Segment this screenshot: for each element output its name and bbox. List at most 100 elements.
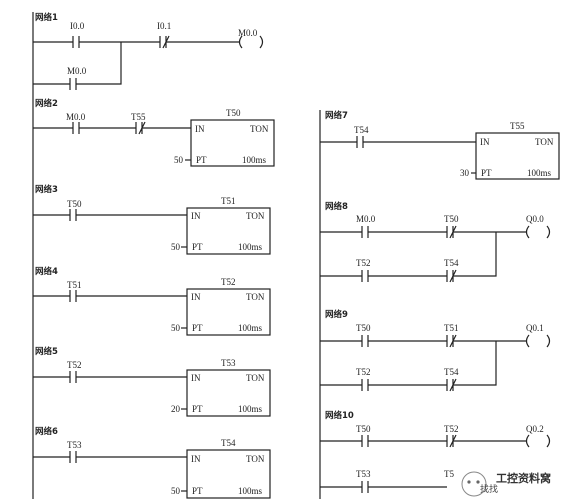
preset-value: 50	[171, 242, 181, 252]
network-1: 网络1 I0.0 I0.1 M0.0 M0.0	[33, 12, 264, 90]
network-4: 网络4 T51 T52 IN TON 50 PT 100ms	[33, 266, 271, 336]
coil-label: M0.0	[238, 28, 258, 38]
network-3: 网络3 T50 T51 IN TON 50 PT 100ms	[33, 184, 271, 255]
timer-base: 100ms	[238, 404, 263, 414]
branch	[320, 481, 447, 493]
watermark-text: 工控资料窝	[496, 471, 551, 485]
watermark-sub: 找找	[480, 483, 498, 495]
network-title: 网络8	[325, 201, 348, 212]
timer-base: 100ms	[242, 155, 267, 165]
network-title: 网络10	[325, 410, 354, 421]
rung	[33, 121, 191, 135]
timer-ton: TON	[246, 454, 265, 464]
rung	[320, 136, 476, 148]
network-title: 网络2	[35, 98, 58, 109]
contact-label: T52	[356, 258, 371, 268]
timer-base: 100ms	[238, 242, 263, 252]
preset-value: 50	[174, 155, 184, 165]
network-title: 网络9	[325, 309, 348, 320]
timer-in: IN	[191, 373, 201, 383]
network-title: 网络5	[35, 346, 58, 357]
contact-label: T50	[67, 199, 82, 209]
rung	[320, 334, 526, 348]
timer-label: T51	[221, 196, 236, 206]
contact-label: T51	[444, 323, 459, 333]
coil	[525, 334, 551, 348]
rung	[33, 371, 187, 383]
timer-in: IN	[191, 211, 201, 221]
coil	[525, 434, 551, 448]
contact-label: T55	[131, 112, 146, 122]
coil	[525, 225, 551, 239]
network-title: 网络7	[325, 110, 348, 121]
rung-1	[33, 35, 239, 49]
timer-pt: PT	[192, 323, 203, 333]
contact-label: T53	[67, 440, 82, 450]
timer-pt: PT	[481, 168, 492, 178]
timer-block	[475, 132, 560, 180]
rung	[33, 209, 187, 221]
contact-label: T54	[354, 125, 369, 135]
timer-base: 100ms	[238, 486, 263, 496]
timer-pt: PT	[192, 486, 203, 496]
timer-block	[186, 449, 271, 499]
timer-ton: TON	[246, 292, 265, 302]
contact-label: I0.0	[70, 21, 85, 31]
timer-in: IN	[191, 454, 201, 464]
timer-label: T50	[226, 108, 241, 118]
timer-block	[190, 119, 275, 167]
watermark: 工控资料窝 找找	[461, 471, 551, 497]
rung	[33, 290, 187, 302]
contact-label: M0.0	[66, 112, 86, 122]
timer-base: 100ms	[527, 168, 552, 178]
contact-label: M0.0	[356, 214, 376, 224]
contact-label: T53	[356, 469, 371, 479]
timer-pt: PT	[192, 242, 203, 252]
network-title: 网络1	[35, 12, 58, 23]
timer-label: T54	[221, 438, 236, 448]
contact-label: M0.0	[67, 66, 87, 76]
timer-base: 100ms	[238, 323, 263, 333]
timer-ton: TON	[250, 124, 269, 134]
contact-label: T54	[444, 367, 459, 377]
timer-ton: TON	[246, 373, 265, 383]
timer-block	[186, 207, 271, 255]
contact-label: T50	[444, 214, 459, 224]
timer-ton: TON	[535, 137, 554, 147]
coil-label: Q0.1	[526, 323, 544, 333]
rung	[320, 434, 526, 448]
contact-label: T54	[444, 258, 459, 268]
network-7: 网络7 T54 T55 IN TON 30 PT 100ms	[320, 110, 560, 180]
timer-block	[186, 288, 271, 336]
contact-label: I0.1	[157, 21, 171, 31]
timer-pt: PT	[192, 404, 203, 414]
network-10: 网络10 T50 T52 Q0.2 T53 T5	[320, 410, 551, 493]
timer-block	[186, 369, 271, 417]
network-title: 网络4	[35, 266, 58, 277]
timer-in: IN	[191, 292, 201, 302]
branch	[33, 42, 122, 90]
branch	[320, 341, 497, 392]
branch	[320, 232, 497, 283]
coil-label: Q0.2	[526, 424, 544, 434]
timer-label: T55	[510, 121, 525, 131]
contact-label: T50	[356, 323, 371, 333]
preset-value: 50	[171, 486, 181, 496]
coil	[238, 35, 264, 49]
network-title: 网络3	[35, 184, 58, 195]
rung	[33, 451, 187, 463]
network-6: 网络6 T53 T54 IN TON 50 PT 100ms	[33, 426, 271, 499]
network-5: 网络5 T52 T53 IN TON 20 PT 100ms	[33, 346, 271, 417]
coil-label: Q0.0	[526, 214, 544, 224]
preset-value: 50	[171, 323, 181, 333]
network-9: 网络9 T50 T51 Q0.1 T52 T54	[320, 309, 551, 392]
timer-ton: TON	[246, 211, 265, 221]
network-title: 网络6	[35, 426, 58, 437]
contact-label: T50	[356, 424, 371, 434]
preset-value: 20	[171, 404, 181, 414]
timer-pt: PT	[196, 155, 207, 165]
contact-label: T52	[356, 367, 371, 377]
contact-label: T52	[67, 360, 82, 370]
network-8: 网络8 M0.0 T50 Q0.0 T52 T54	[320, 201, 551, 283]
contact-label: T51	[67, 280, 82, 290]
